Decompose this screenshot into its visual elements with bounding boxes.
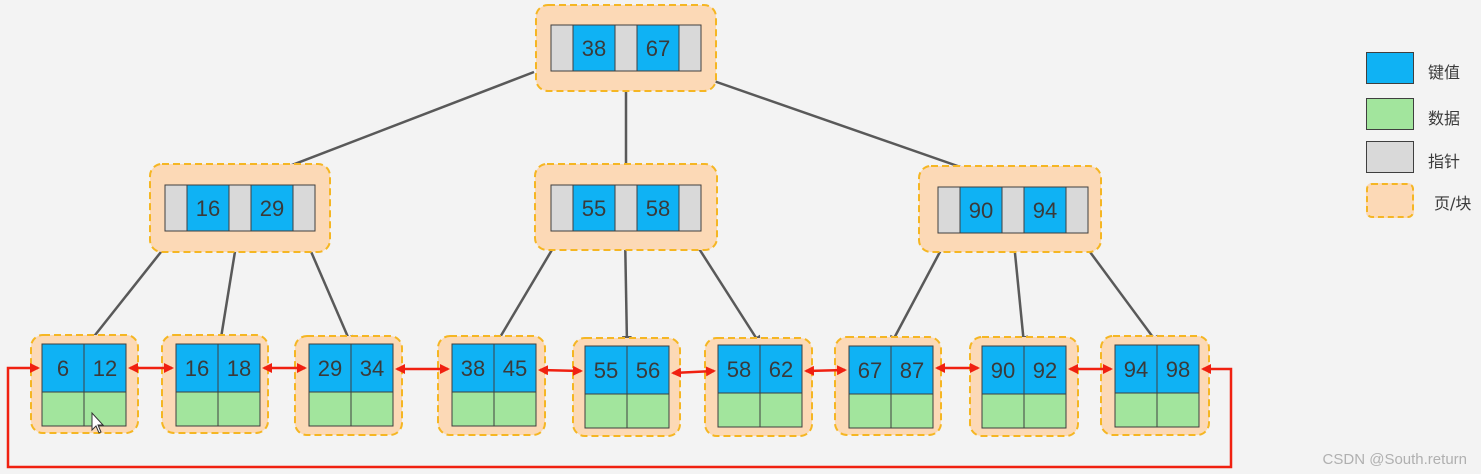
legend-swatch-data <box>1366 98 1414 130</box>
leaf-node: 67 87 <box>834 336 942 436</box>
key-label: 56 <box>636 358 660 383</box>
leaf-node: 29 34 <box>294 335 403 436</box>
legend-swatch-key <box>1366 52 1414 84</box>
leaf-node: 6 12 <box>30 334 139 434</box>
pointer-cell <box>678 24 702 72</box>
tree-edge <box>494 232 564 346</box>
legend-item-pointer: 指针 <box>1366 141 1476 175</box>
data-cell <box>175 391 219 427</box>
key-label: 34 <box>360 356 384 381</box>
pointer-cell <box>550 24 574 72</box>
legend-label-pointer: 指针 <box>1428 152 1461 171</box>
pointer-cell <box>937 186 961 234</box>
key-cell <box>636 24 680 72</box>
key-label: 12 <box>93 356 117 381</box>
pointer-cell <box>678 184 702 232</box>
data-cell <box>717 392 761 428</box>
leaf-node: 55 56 <box>572 337 681 437</box>
tree-edge <box>687 232 762 346</box>
pointer-cell <box>614 184 638 232</box>
data-cell <box>350 391 394 427</box>
data-cell <box>83 391 127 427</box>
key-label: 90 <box>969 198 993 223</box>
pointer-cell <box>1065 186 1089 234</box>
data-cell <box>848 393 892 429</box>
key-cell <box>572 184 616 232</box>
internal-node: 90 94 <box>918 165 1102 253</box>
leaf-node: 38 45 <box>437 335 546 436</box>
leaf-node: 94 98 <box>1100 335 1210 436</box>
pointer-cell <box>164 184 188 232</box>
data-cell <box>41 391 85 427</box>
watermark: CSDN @South.return <box>1322 451 1467 468</box>
data-cell <box>981 393 1025 429</box>
data-cell <box>493 391 537 427</box>
key-label: 18 <box>227 356 251 381</box>
key-label: 45 <box>503 356 527 381</box>
tree-edge <box>621 232 632 346</box>
data-cell <box>308 391 352 427</box>
legend-item-key: 键值 <box>1366 52 1476 86</box>
leaf-node: 58 62 <box>704 337 813 437</box>
legend-label-key: 键值 <box>1428 63 1461 82</box>
internal-node: 16 29 <box>149 163 331 253</box>
key-label: 38 <box>461 356 485 381</box>
key-label: 67 <box>858 358 882 383</box>
key-label: 98 <box>1166 357 1190 382</box>
key-label: 94 <box>1033 198 1057 223</box>
key-label: 55 <box>594 358 618 383</box>
key-label: 90 <box>991 358 1015 383</box>
legend-label-data: 数据 <box>1428 109 1461 128</box>
key-cell <box>959 186 1003 234</box>
key-label: 38 <box>582 36 606 61</box>
key-label: 94 <box>1124 357 1148 382</box>
key-label: 6 <box>57 356 69 381</box>
internal-node: 55 58 <box>534 163 718 251</box>
legend-swatch-page <box>1366 183 1414 218</box>
legend-swatch-pointer <box>1366 141 1414 173</box>
mouse-cursor-icon <box>91 411 105 434</box>
key-label: 55 <box>582 196 606 221</box>
key-label: 58 <box>646 196 670 221</box>
key-cell <box>186 184 230 232</box>
data-cell <box>1114 392 1158 428</box>
legend-item-data: 数据 <box>1366 98 1476 132</box>
data-cell <box>890 393 934 429</box>
leaf-link-arrow <box>538 365 583 376</box>
key-label: 29 <box>318 356 342 381</box>
legend-item-page: 页/块 <box>1366 183 1476 218</box>
key-label: 16 <box>196 196 220 221</box>
key-label: 16 <box>185 356 209 381</box>
leaf-node: 90 92 <box>969 336 1079 437</box>
data-cell <box>217 391 261 427</box>
leaf-node: 16 18 <box>161 334 269 434</box>
data-cell <box>626 393 670 429</box>
leaf-link-arrow <box>804 365 847 376</box>
key-cell <box>572 24 616 72</box>
key-label: 92 <box>1033 358 1057 383</box>
key-label: 62 <box>769 357 793 382</box>
data-cell <box>1156 392 1200 428</box>
pointer-cell <box>614 24 638 72</box>
key-label: 67 <box>646 36 670 61</box>
data-cell <box>451 391 495 427</box>
key-label: 58 <box>727 357 751 382</box>
leaf-wraparound-link <box>6 363 1233 469</box>
data-cell <box>759 392 803 428</box>
root-node: 38 67 <box>535 4 717 92</box>
data-cell <box>1023 393 1067 429</box>
legend-label-page: 页/块 <box>1434 194 1472 213</box>
pointer-cell <box>292 184 316 232</box>
pointer-cell <box>1001 186 1025 234</box>
key-label: 29 <box>260 196 284 221</box>
data-cell <box>584 393 628 429</box>
key-label: 87 <box>900 358 924 383</box>
pointer-cell <box>228 184 252 232</box>
pointer-cell <box>550 184 574 232</box>
